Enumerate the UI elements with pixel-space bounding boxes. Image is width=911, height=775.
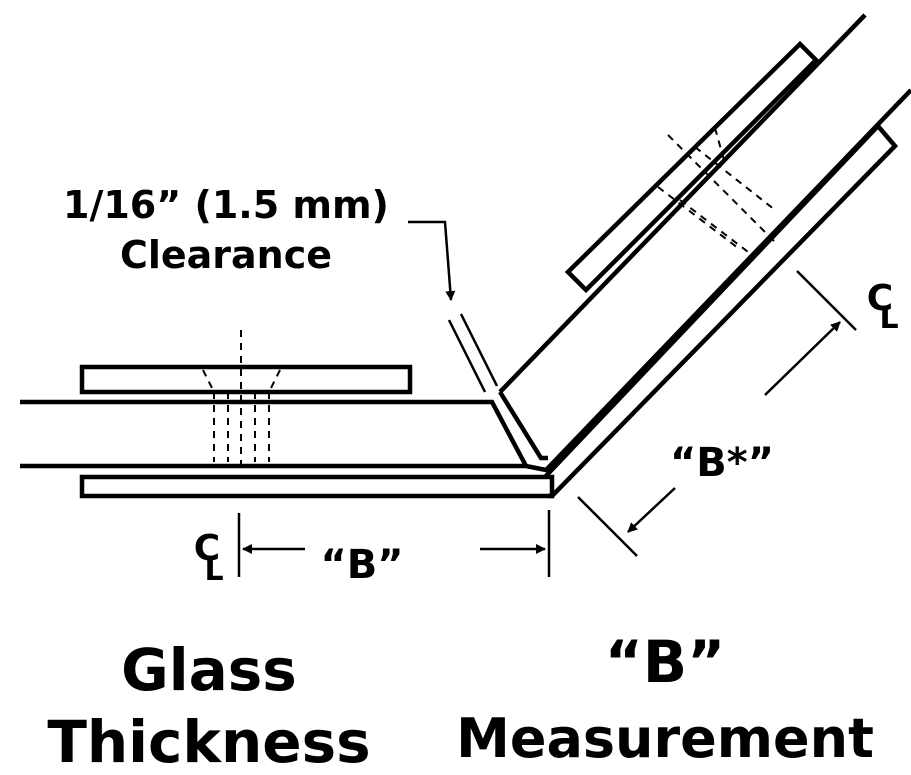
b-star-dim-tick-upper xyxy=(796,270,857,331)
left-centerline-c: C xyxy=(194,528,220,569)
b-star-dim-lower-arrow xyxy=(627,487,676,533)
right-hole-dash-1 xyxy=(657,186,739,249)
b-star-dim-upper-arrow xyxy=(764,321,841,396)
b-dim-label: “B” xyxy=(320,542,403,588)
clearance-gap-line-2 xyxy=(459,313,499,387)
caption-right-line2: Measurement xyxy=(456,707,874,770)
right-hole-dash-4 xyxy=(714,127,725,161)
right-hole-dash-3 xyxy=(679,199,753,256)
left-hole-countersink-2 xyxy=(268,369,281,393)
right-centerline-l: L xyxy=(879,301,898,336)
right-centerline-c: C xyxy=(867,278,893,319)
left-bottom-clamp-plate xyxy=(79,474,555,499)
caption-left-line1: Glass xyxy=(121,636,297,704)
right-glass-edge-notch xyxy=(498,390,548,461)
caption-left-line2: Thickness xyxy=(47,708,370,775)
right-top-clamp-plate xyxy=(564,40,820,294)
clearance-gap-line-1 xyxy=(447,319,487,393)
left-top-clamp-plate xyxy=(79,364,413,395)
clearance-leader-line xyxy=(408,220,456,301)
clearance-label-line1: 1/16” (1.5 mm) xyxy=(63,183,389,227)
left-centerline-l: L xyxy=(204,553,223,588)
caption-right-line1: “B” xyxy=(605,628,725,696)
right-glass-lower-edge xyxy=(525,88,911,473)
b-star-dim-tick-lower xyxy=(577,496,638,557)
left-hole-countersink-1 xyxy=(202,369,215,393)
right-glass-upper-edge xyxy=(498,13,867,394)
right-hole-dash-2 xyxy=(694,146,776,211)
clearance-label-line2: Clearance xyxy=(120,233,332,277)
b-star-dim-label: “B*” xyxy=(670,440,774,486)
left-glass-top-edge xyxy=(20,399,528,468)
